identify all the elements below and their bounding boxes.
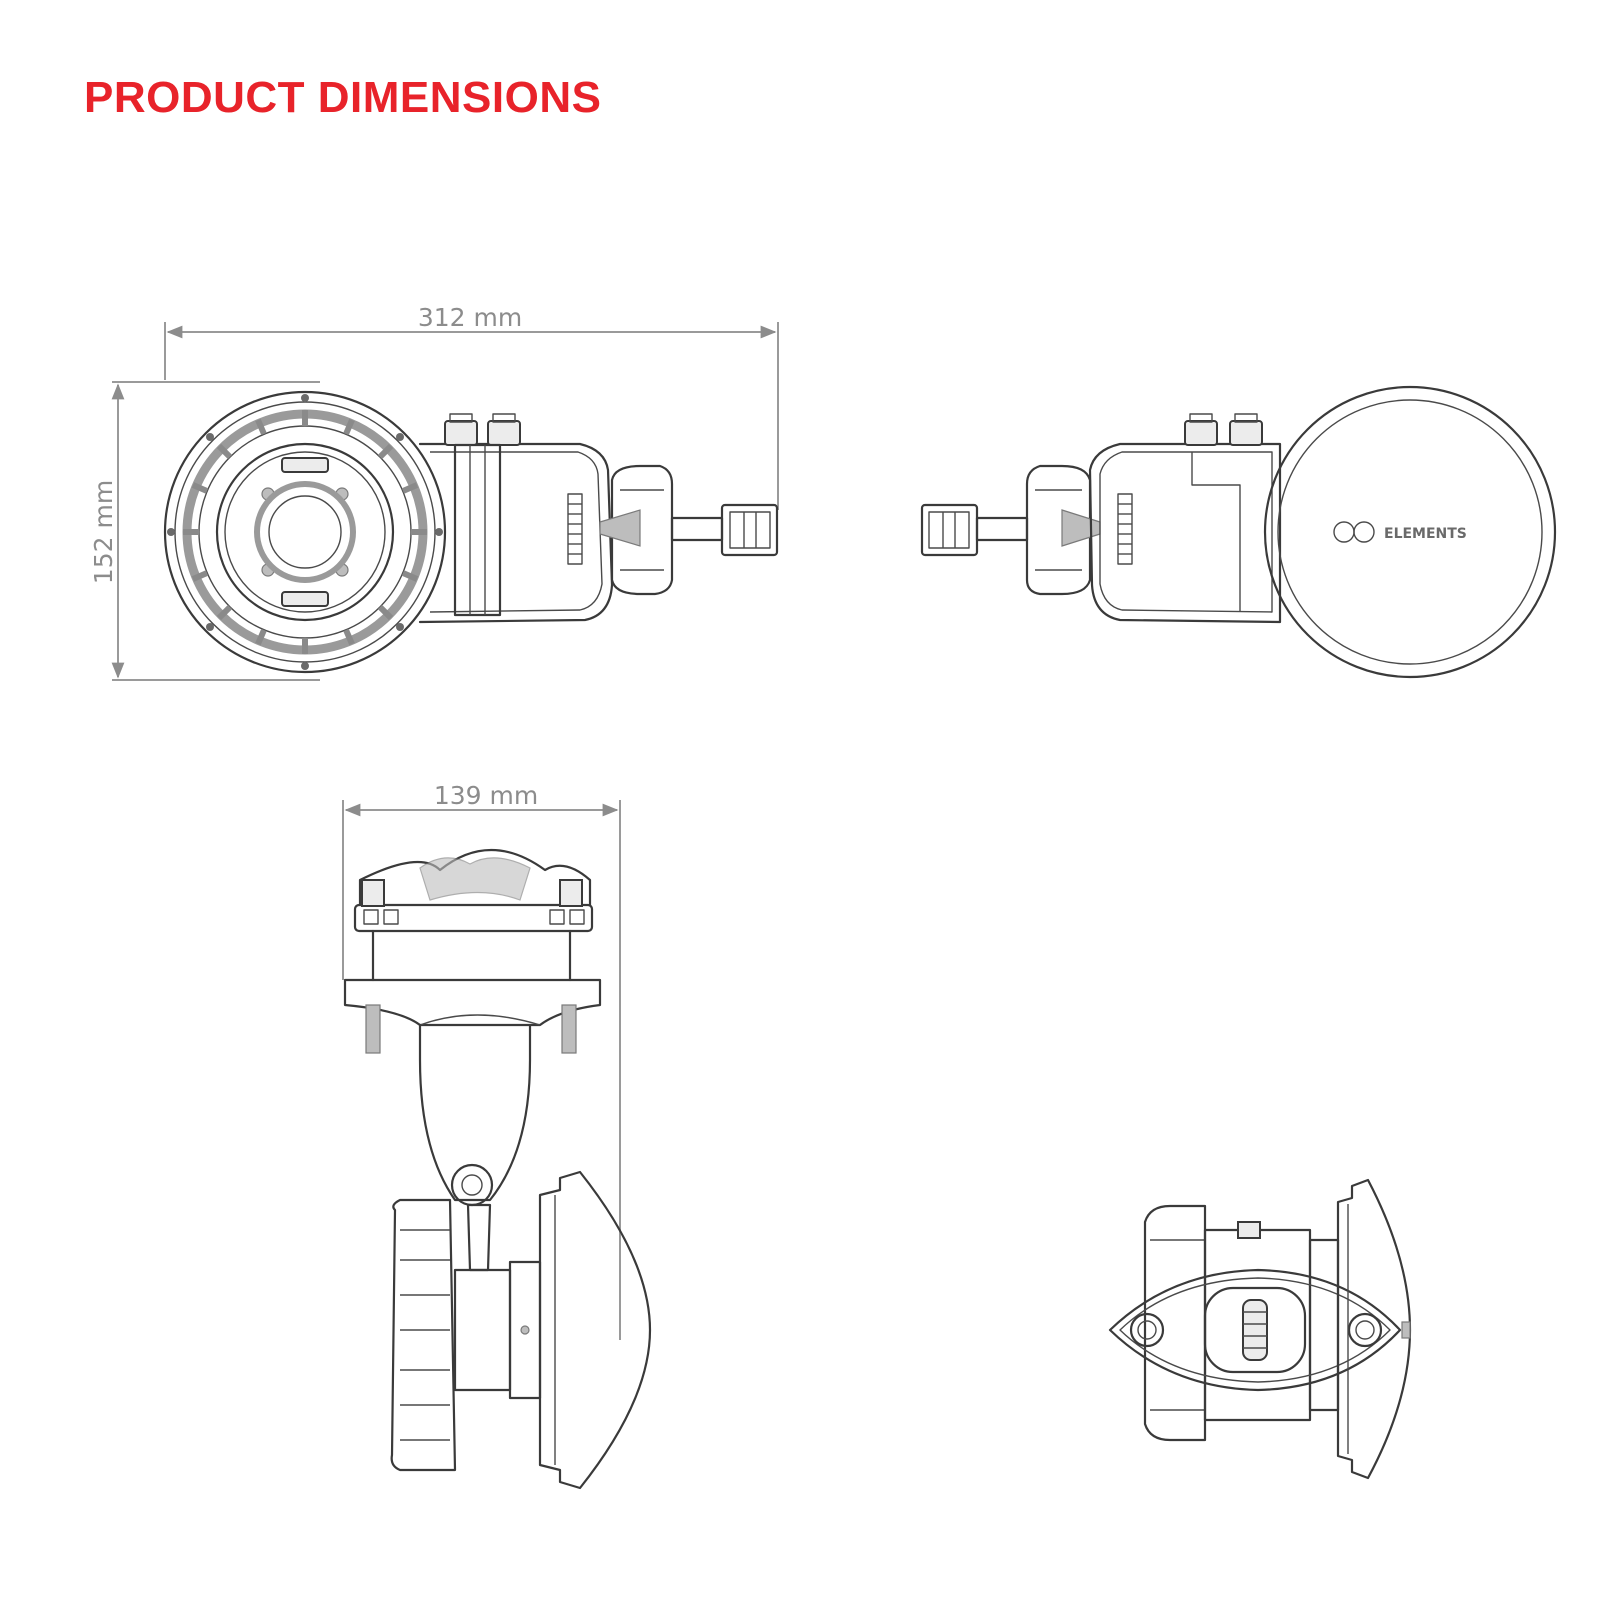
dimension-152mm: 152 mm: [89, 381, 320, 681]
dimension-label-312: 312 mm: [418, 303, 522, 332]
brand-logo: ELEMENTS: [1333, 521, 1467, 543]
side-view: [343, 848, 652, 1490]
dimension-label-139: 139 mm: [434, 781, 538, 810]
front-view: ELEMENTS: [920, 385, 1557, 679]
logo-text: ELEMENTS: [1384, 526, 1467, 542]
dimension-label-152: 152 mm: [89, 480, 118, 584]
page-title: PRODUCT DIMENSIONS: [84, 73, 602, 122]
dimension-312mm: 312 mm: [164, 303, 779, 510]
rear-view: [163, 390, 779, 674]
bottom-view: [1108, 1178, 1412, 1480]
dimension-139mm: 139 mm: [342, 781, 621, 1340]
